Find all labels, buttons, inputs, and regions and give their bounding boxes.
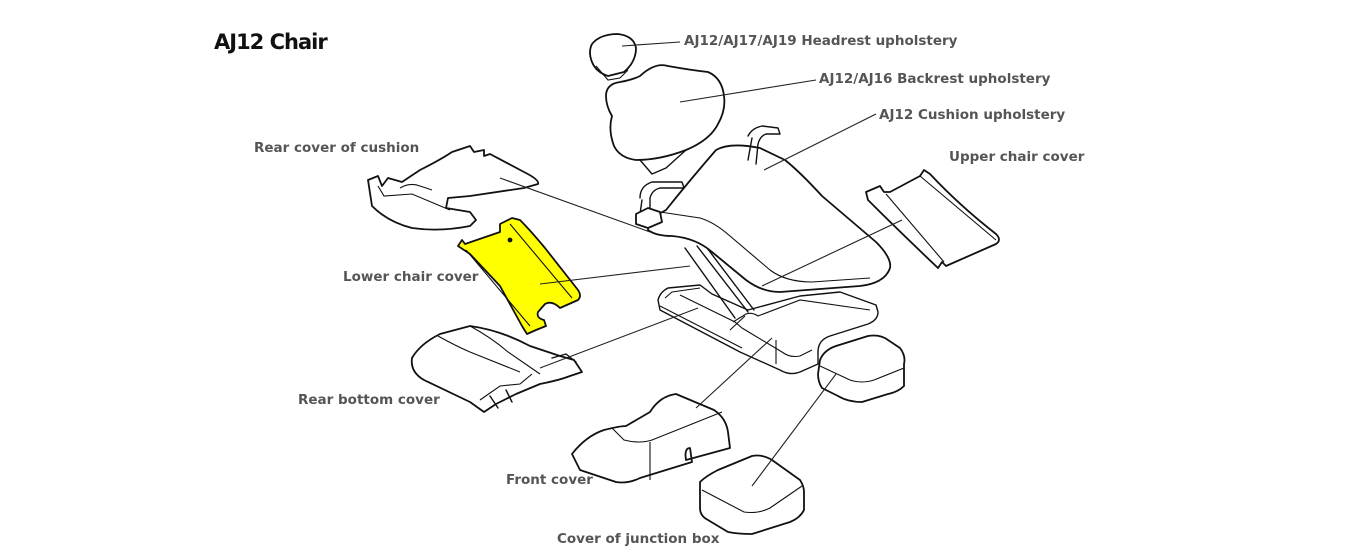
- junction-box-on-base: [817, 334, 906, 403]
- leader-junction-box: [751, 373, 837, 487]
- label-headrest-upholstery: AJ12/AJ17/AJ19 Headrest upholstery: [684, 33, 958, 49]
- screw-hole-icon: [507, 237, 513, 243]
- label-cover-of-junction-box: Cover of junction box: [557, 531, 720, 547]
- front-cover-part: [571, 393, 731, 484]
- leader-lines: [499, 41, 903, 487]
- leader-headrest: [621, 41, 681, 47]
- upper-chair-cover-part: [865, 169, 1000, 269]
- chair-base: [657, 284, 879, 375]
- label-upper-chair-cover: Upper chair cover: [949, 149, 1085, 165]
- leader-backrest: [679, 79, 817, 103]
- label-lower-chair-cover: Lower chair cover: [343, 269, 479, 285]
- arm-rests: [635, 125, 781, 229]
- lower-chair-cover-part: [457, 217, 581, 335]
- label-backrest-upholstery: AJ12/AJ16 Backrest upholstery: [819, 71, 1051, 87]
- junction-box-cover-part: [699, 454, 805, 535]
- chair-column: [684, 243, 755, 319]
- backrest-upholstery: [605, 64, 726, 175]
- leader-front-cover: [695, 337, 773, 409]
- leader-cushion: [763, 113, 877, 171]
- label-front-cover: Front cover: [506, 472, 593, 488]
- rear-cover-of-cushion-part: [367, 145, 540, 231]
- label-rear-bottom-cover: Rear bottom cover: [298, 392, 440, 408]
- rear-bottom-cover-part: [410, 325, 583, 413]
- cushion-seat: [647, 144, 892, 293]
- headrest-upholstery: [589, 33, 637, 81]
- lower-chair-cover-highlight: [457, 217, 581, 335]
- diagram-title: AJ12 Chair: [214, 30, 328, 54]
- label-cushion-upholstery: AJ12 Cushion upholstery: [879, 107, 1066, 123]
- leader-rear-cover-of-cushion: [499, 177, 651, 233]
- leader-lower-chair-cover: [539, 265, 691, 285]
- leader-rear-bottom-cover: [539, 307, 699, 369]
- leader-upper-chair-cover: [761, 219, 903, 287]
- label-rear-cover-of-cushion: Rear cover of cushion: [254, 140, 420, 156]
